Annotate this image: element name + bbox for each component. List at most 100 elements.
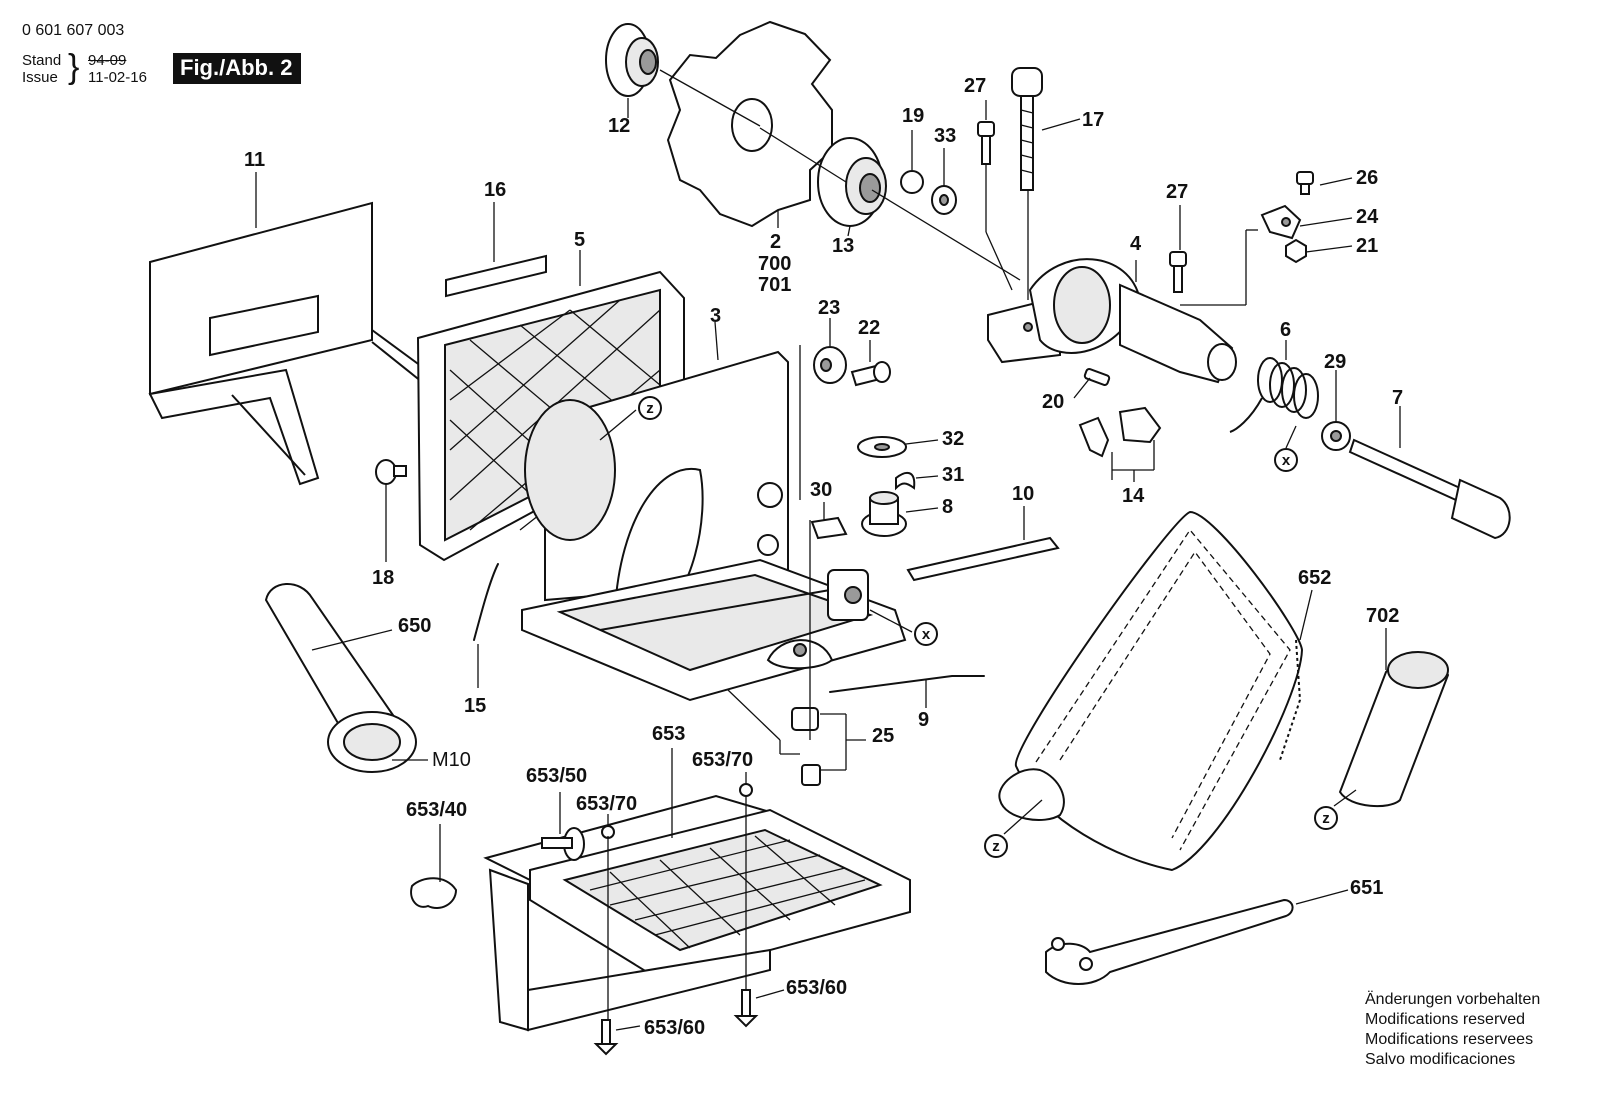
modification-notice: Änderungen vorbehalten Modifications res… [1365, 990, 1540, 1070]
callout-653-40: 653/40 [406, 799, 467, 821]
callout-7: 7 [1392, 387, 1403, 409]
callout-32: 32 [942, 428, 964, 450]
marker-z-dust-bag: z [984, 834, 1008, 858]
callout-23: 23 [818, 297, 840, 319]
callout-11: 11 [244, 149, 265, 171]
callout-16: 16 [484, 179, 506, 201]
callout-653-60-left: 653/60 [644, 1017, 705, 1039]
document-number: 0 601 607 003 [22, 22, 125, 39]
callout-8: 8 [942, 496, 953, 518]
part-22-screw [850, 361, 891, 387]
part-13-inner-flange [817, 137, 887, 227]
part-31-spring-clip [895, 471, 916, 491]
svg-text:z: z [646, 400, 654, 417]
part-number-labels: 11 16 5 3 12 2 700 701 13 27 17 19 33 27… [244, 75, 1403, 1039]
brace-glyph: } [68, 48, 80, 86]
callout-4: 4 [1130, 233, 1142, 255]
callout-30: 30 [810, 479, 832, 501]
part-18-knob [375, 459, 407, 485]
callout-15: 15 [464, 695, 486, 717]
part-4-swivel-arm [987, 258, 1237, 384]
part-653-60-screw-a [733, 989, 759, 1028]
issue-dates: 94-09 11-02-16 [88, 52, 147, 86]
svg-text:z: z [992, 838, 1000, 855]
part-27-screw-lower [1169, 251, 1187, 293]
part-8-knob-nut [861, 491, 907, 537]
stand-issue-labels: Stand Issue [22, 52, 61, 86]
part-21-nut [1285, 238, 1307, 264]
part-653-60-screw-b [593, 1019, 619, 1056]
callout-24: 24 [1356, 206, 1379, 228]
part-702-adapter-tube [1338, 651, 1450, 808]
callout-3: 3 [710, 305, 721, 327]
old-stand-date: 94-09 [88, 52, 127, 69]
callout-652: 652 [1298, 567, 1331, 589]
callout-2: 2 [770, 231, 781, 253]
part-20-spring-small [1083, 368, 1111, 386]
callout-13: 13 [832, 235, 854, 257]
part-10-blade-strip [906, 536, 1060, 582]
callout-650: 650 [398, 615, 431, 637]
notice-en: Modifications reserved [1365, 1011, 1526, 1028]
part-7-knob-shaft [1348, 438, 1511, 540]
callout-33: 33 [934, 125, 956, 147]
part-14-clip-set [1078, 406, 1162, 458]
notice-de: Änderungen vorbehalten [1365, 991, 1541, 1008]
issue-label: Issue [22, 69, 58, 86]
marker-x-spring: x [1274, 448, 1298, 472]
callout-18: 18 [372, 567, 394, 589]
callout-25: 25 [872, 725, 894, 747]
notice-fr: Modifications reservees [1365, 1031, 1534, 1048]
callout-22: 22 [858, 317, 880, 339]
figure-label: Fig./Abb. 2 [173, 53, 302, 84]
issue-date: 11-02-16 [88, 69, 147, 86]
part-653-50-knob-screw [541, 827, 585, 861]
callout-27-upper: 27 [964, 75, 986, 97]
callout-m10: M10 [432, 749, 471, 771]
part-6-spring [1229, 357, 1319, 433]
part-651-pin-spanner [1045, 898, 1294, 985]
callout-5: 5 [574, 229, 585, 251]
callout-29: 29 [1324, 351, 1346, 373]
callout-19: 19 [902, 105, 924, 127]
callout-17: 17 [1082, 109, 1104, 131]
callout-653-50: 653/50 [526, 765, 587, 787]
part-653-40-wing-knob [410, 877, 458, 909]
svg-text:z: z [1322, 810, 1330, 827]
callout-26: 26 [1356, 167, 1378, 189]
part-11-parallel-guide [148, 201, 441, 486]
callout-27-lower: 27 [1166, 181, 1188, 203]
callout-653: 653 [652, 723, 685, 745]
callout-14: 14 [1122, 485, 1145, 507]
callout-651: 651 [1350, 877, 1383, 899]
callout-31: 31 [942, 464, 964, 486]
callout-701: 701 [758, 274, 791, 296]
part-26-screw [1296, 171, 1314, 195]
notice-es: Salvo modificaciones [1365, 1051, 1516, 1068]
part-650-side-handle [264, 583, 417, 773]
svg-text:x: x [922, 626, 931, 643]
callout-702: 702 [1366, 605, 1399, 627]
part-19-lock-washer [900, 170, 924, 194]
callout-20: 20 [1042, 391, 1064, 413]
part-12-outer-flange [605, 23, 659, 97]
part-2-saw-blade [666, 20, 833, 228]
part-16-label-strip [445, 254, 547, 298]
callout-653-60-right: 653/60 [786, 977, 847, 999]
part-15-hose [473, 563, 499, 641]
callout-9: 9 [918, 709, 929, 731]
part-652-dust-bag [998, 510, 1304, 872]
callout-6: 6 [1280, 319, 1291, 341]
callout-21: 21 [1356, 235, 1378, 257]
callout-12: 12 [608, 115, 630, 137]
part-653-base-plate [483, 794, 911, 1032]
part-3-base-housing [521, 350, 907, 702]
marker-z-adapter: z [1314, 806, 1338, 830]
part-30-plate [810, 516, 848, 540]
part-9-hex-key [829, 675, 985, 693]
callout-653-70-right: 653/70 [692, 749, 753, 771]
leader-lines [255, 69, 1401, 1031]
part-653-70-washer-b [739, 783, 753, 797]
callout-700: 700 [758, 253, 791, 275]
